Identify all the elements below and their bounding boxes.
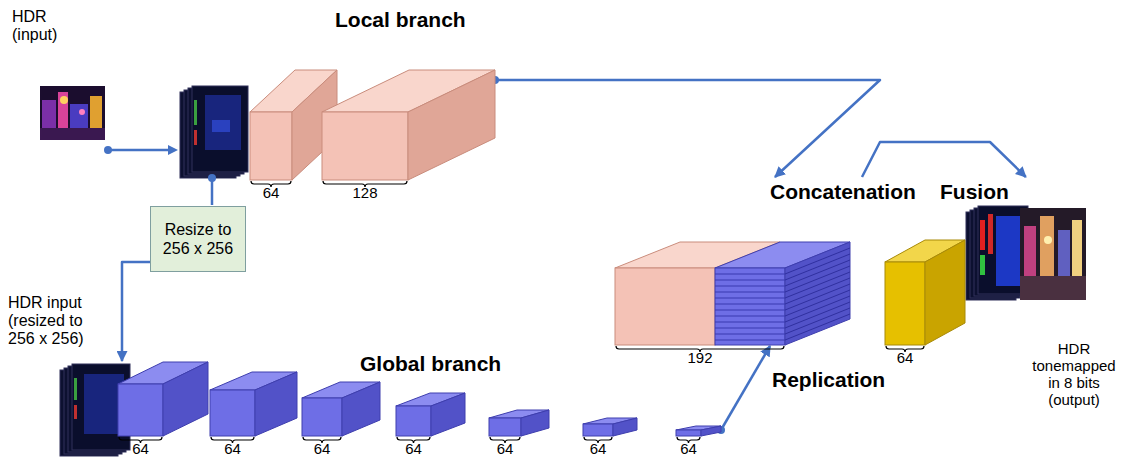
resize-link [208, 174, 216, 205]
channel-count: 192 [687, 350, 712, 366]
slice-line [715, 292, 785, 293]
channel-count: 64 [263, 185, 280, 201]
block-shape [583, 418, 637, 436]
block-heading: Fusion [940, 180, 1009, 204]
channel-count: 64 [314, 441, 331, 457]
block-side-face [925, 240, 965, 345]
feature-block: 64 [583, 418, 637, 436]
block-side-face [701, 426, 721, 436]
block-side-face [163, 362, 208, 436]
block-front-face [302, 398, 342, 436]
block-shape [885, 240, 965, 345]
process-box: Resize to 256 x 256 [150, 206, 246, 272]
feature-block: Concatenation192 [615, 242, 850, 345]
block-front-face [885, 262, 925, 345]
channel-count: 64 [497, 441, 514, 457]
connector-arrow [495, 80, 880, 177]
block-front-face [210, 390, 255, 436]
slice-line [715, 328, 785, 329]
connector-arrow [862, 142, 1026, 177]
block-shape [489, 410, 549, 436]
feature-block: Fusion64 [885, 240, 965, 345]
slice-line [715, 274, 785, 275]
output-photo [1020, 208, 1086, 300]
slice-line [715, 322, 785, 323]
block-front-face [615, 268, 715, 345]
slice-line [715, 280, 785, 281]
image-caption: HDR tonemapped in 8 bits (output) [1028, 340, 1120, 408]
block-front-face [583, 424, 613, 436]
block-shape [302, 382, 380, 436]
block-front-face [322, 112, 408, 180]
block-front-face [715, 268, 785, 345]
feature-block: 64 [302, 382, 380, 436]
block-side-face [255, 372, 297, 436]
channel-count: 64 [224, 441, 241, 457]
block-shape [676, 426, 721, 436]
slice-line [785, 308, 850, 334]
block-shape [615, 242, 850, 345]
flow-arrow [104, 145, 178, 155]
slice-line [715, 310, 785, 311]
slice-line [785, 302, 850, 328]
edge-label: Replication [772, 368, 885, 392]
slice-line [785, 314, 850, 340]
block-shape [210, 372, 297, 436]
image-caption: HDR (input) [12, 8, 74, 44]
feature-block: 64 [118, 362, 208, 436]
feature-map-stack [180, 86, 248, 178]
channel-count: 64 [590, 441, 607, 457]
input-photo [40, 86, 105, 140]
slice-line [715, 316, 785, 317]
channel-count: 64 [132, 441, 149, 457]
connector-arrow [721, 346, 770, 430]
block-front-face [676, 430, 701, 436]
block-front-face [250, 112, 292, 180]
feature-block: 128 [322, 70, 495, 180]
channel-count: 64 [405, 441, 422, 457]
slice-line [715, 340, 785, 341]
block-side-face [342, 382, 380, 436]
block-front-face [489, 418, 521, 436]
fusion-output-stack [966, 206, 1028, 300]
slice-line [715, 304, 785, 305]
feature-block: 64 [210, 372, 297, 436]
block-side-face [431, 393, 465, 436]
branch-title: Local branch [335, 8, 466, 32]
feature-block: 64 [396, 393, 465, 436]
channel-count: 64 [680, 441, 697, 457]
channel-count: 128 [352, 185, 377, 201]
block-side-face [521, 410, 549, 436]
box-text: Resize to 256 x 256 [157, 220, 239, 258]
slice-line [715, 298, 785, 299]
feature-block: 64 [489, 410, 549, 436]
branch-title: Global branch [360, 352, 501, 376]
image-caption: HDR input (resized to 256 x 256) [8, 294, 108, 348]
slice-line [715, 286, 785, 287]
block-shape [322, 70, 495, 180]
image-node: HDR (input) [40, 86, 105, 140]
feature-block: 64 [676, 426, 721, 436]
block-shape [118, 362, 208, 436]
block-front-face [396, 406, 431, 436]
connector-arrow [122, 262, 150, 361]
block-side-face [613, 418, 637, 436]
image-node: HDR tonemapped in 8 bits (output) [1020, 208, 1086, 300]
block-side-face [785, 242, 850, 345]
block-side-face [408, 70, 495, 180]
block-shape [396, 393, 465, 436]
block-heading: Concatenation [770, 180, 916, 204]
channel-count: 64 [897, 350, 914, 366]
slice-line [715, 334, 785, 335]
block-front-face [118, 384, 163, 436]
